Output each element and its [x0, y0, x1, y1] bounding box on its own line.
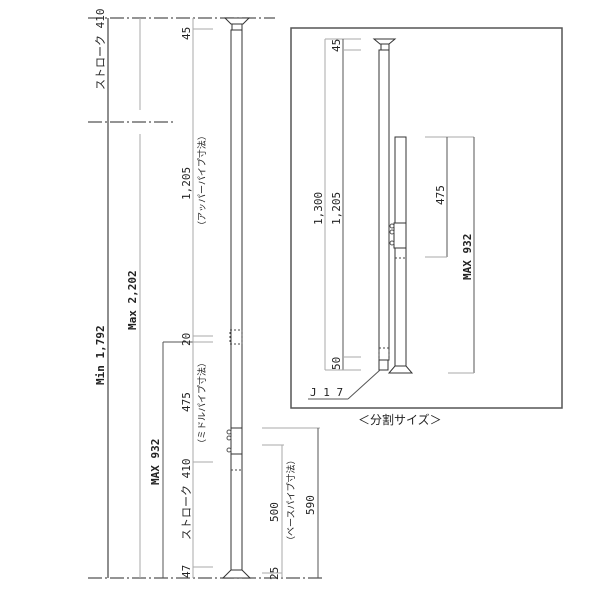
- split-base-body: [394, 247, 407, 367]
- split-j17: [378, 359, 389, 371]
- split-upper-body: [378, 49, 390, 361]
- pole-full: [221, 17, 252, 579]
- split-cap-neck: [380, 43, 390, 51]
- split-joint-pin: [389, 229, 395, 235]
- label-min-total: Min 1,792: [94, 325, 107, 385]
- split-joint-pin: [389, 240, 395, 246]
- label-stroke-bottom: ストローク 410: [180, 459, 193, 541]
- upper-pipe: [230, 29, 243, 431]
- joint-pin: [226, 429, 232, 435]
- label-max-932: MAX 932: [149, 439, 162, 485]
- label-stroke-top: ストローク 410: [94, 9, 107, 91]
- split-middle-body: [394, 136, 407, 224]
- split-top-cap: [372, 38, 397, 45]
- split-joint-pin: [389, 223, 395, 229]
- label-47: 47: [180, 565, 193, 578]
- top-cap-neck: [231, 23, 243, 31]
- middle-joint: [230, 427, 243, 455]
- split-upper-pipe: [372, 38, 397, 371]
- label-upper-pipe: （アッパーパイプ寸法）: [196, 131, 208, 230]
- label-25: 25: [268, 567, 281, 580]
- label-middle-pipe: （ミドルパイプ寸法）: [196, 358, 208, 448]
- label-590: 590: [304, 495, 317, 515]
- label-45: 45: [180, 27, 193, 40]
- split-view-caption: ＜分割サイズ＞: [358, 412, 442, 427]
- label-1205: 1,205: [180, 167, 193, 200]
- label-max-total: Max 2,202: [126, 270, 139, 330]
- label-500: 500: [268, 502, 281, 522]
- label-475: 475: [180, 392, 193, 412]
- split-view-frame: [290, 27, 563, 409]
- split-lower-pipe: [387, 136, 414, 374]
- split-base-foot: [387, 365, 414, 374]
- split-label-max932: MAX 932: [461, 234, 474, 280]
- split-middle-joint: [393, 222, 407, 249]
- split-label-45: 45: [330, 39, 343, 52]
- split-label-475: 475: [434, 185, 447, 205]
- split-upper-joint: [378, 347, 390, 361]
- top-cap: [223, 17, 251, 25]
- base-pipe: [230, 453, 243, 571]
- split-label-j17: J 1 7: [310, 386, 343, 399]
- j17-leader: [347, 369, 381, 400]
- label-base-pipe: （ベースパイプ寸法）: [285, 455, 297, 545]
- base-foot: [221, 569, 252, 579]
- upper-joint: [229, 329, 243, 345]
- split-label-50: 50: [330, 357, 343, 370]
- split-label-1300: 1,300: [312, 192, 325, 225]
- joint-pin: [226, 435, 232, 441]
- joint-pin: [226, 447, 232, 453]
- split-label-1205: 1,205: [330, 192, 343, 225]
- label-20: 20: [180, 333, 193, 346]
